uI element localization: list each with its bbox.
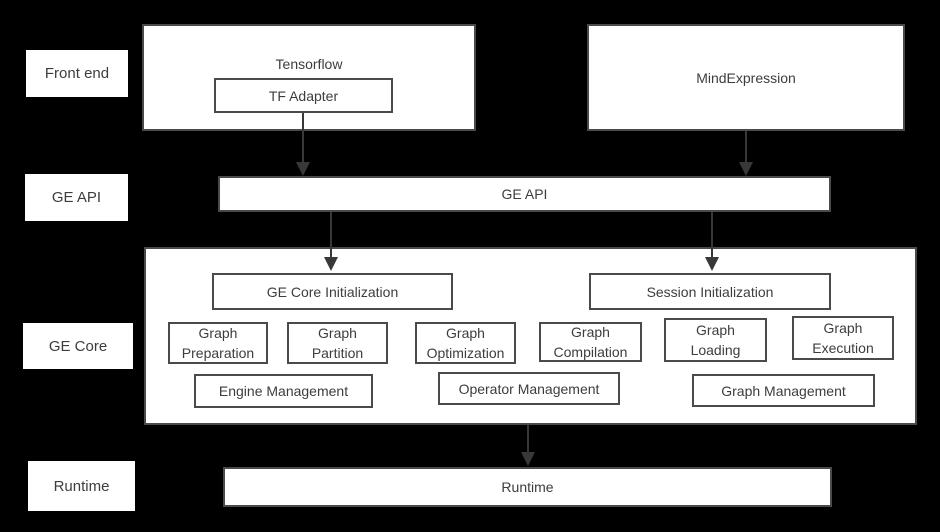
arrow-shaft bbox=[330, 212, 332, 259]
arrow-mindexpression-to-geapi bbox=[739, 131, 753, 176]
module-graph-preparation: Graph Preparation bbox=[168, 322, 268, 364]
arrow-geapi-to-gecore-init bbox=[324, 212, 338, 271]
arrow-tfadapter-to-geapi bbox=[296, 113, 310, 176]
arrow-geapi-to-session-init bbox=[705, 212, 719, 271]
arrow-shaft bbox=[302, 113, 304, 164]
tf-adapter-box: TF Adapter bbox=[214, 78, 393, 113]
layer-label-ge-api: GE API bbox=[25, 174, 128, 221]
arrow-shaft bbox=[745, 131, 747, 164]
module-label-line: Partition bbox=[311, 345, 364, 361]
module-label-line: Preparation bbox=[181, 345, 255, 361]
module-label-line: Graph bbox=[823, 320, 863, 336]
arrow-head-icon bbox=[739, 162, 753, 176]
module-graph-execution: Graph Execution bbox=[792, 316, 894, 360]
module-graph-compilation: Graph Compilation bbox=[539, 322, 642, 362]
module-graph-loading: Graph Loading bbox=[664, 318, 767, 362]
module-label-line: Compilation bbox=[553, 344, 628, 360]
layer-label-ge-core: GE Core bbox=[23, 323, 133, 369]
ge-core-initialization-box: GE Core Initialization bbox=[212, 273, 453, 310]
arrow-shaft bbox=[711, 212, 713, 259]
ge-api-bar: GE API bbox=[218, 176, 831, 212]
mindexpression-box: MindExpression bbox=[587, 24, 905, 131]
module-label-line: Graph bbox=[696, 322, 735, 338]
module-graph-partition: Graph Partition bbox=[287, 322, 388, 364]
tensorflow-box: Tensorflow bbox=[142, 24, 476, 131]
module-label-line: Graph bbox=[198, 325, 238, 341]
arrow-head-icon bbox=[521, 452, 535, 466]
layer-label-front-end: Front end bbox=[26, 50, 128, 97]
operator-management-box: Operator Management bbox=[438, 372, 620, 405]
graph-management-box: Graph Management bbox=[692, 374, 875, 407]
layer-label-runtime: Runtime bbox=[28, 461, 135, 511]
module-label-line: Graph bbox=[571, 324, 610, 340]
session-initialization-box: Session Initialization bbox=[589, 273, 831, 310]
module-label-line: Optimization bbox=[426, 345, 505, 361]
tensorflow-title: Tensorflow bbox=[275, 56, 343, 72]
arrow-head-icon bbox=[705, 257, 719, 271]
arrow-gecore-to-runtime bbox=[521, 425, 535, 466]
arrow-shaft bbox=[527, 425, 529, 454]
runtime-bar: Runtime bbox=[223, 467, 832, 507]
module-label-line: Loading bbox=[690, 342, 741, 358]
engine-management-box: Engine Management bbox=[194, 374, 373, 408]
arrow-head-icon bbox=[324, 257, 338, 271]
module-graph-optimization: Graph Optimization bbox=[415, 322, 516, 364]
module-label-line: Execution bbox=[812, 340, 874, 356]
module-label-line: Graph bbox=[446, 325, 485, 341]
arrow-head-icon bbox=[296, 162, 310, 176]
module-label-line: Graph bbox=[318, 325, 357, 341]
